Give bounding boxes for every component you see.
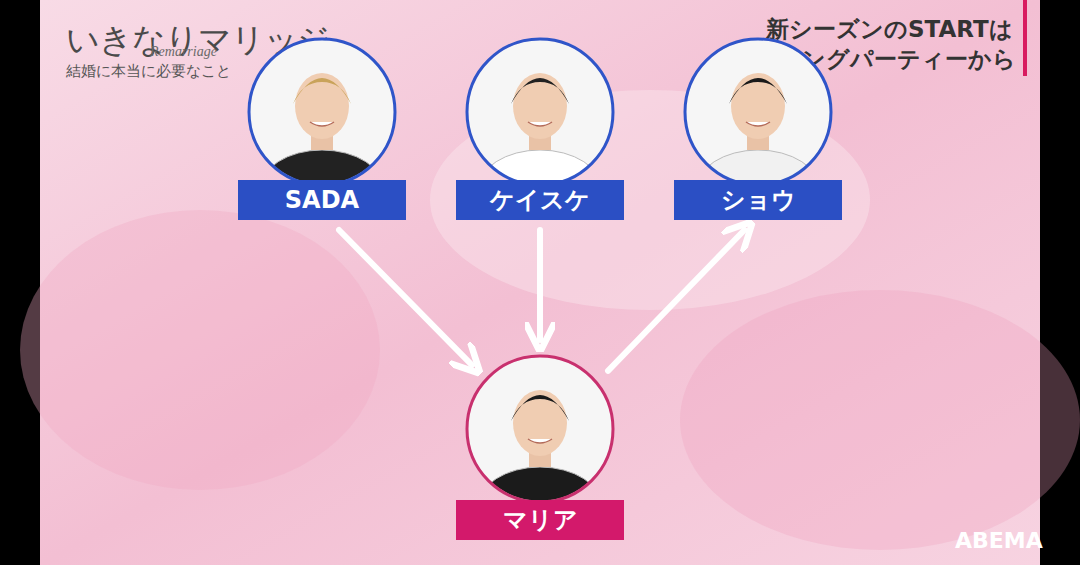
watercolor	[680, 290, 1080, 550]
headline: 新シーズンのSTARTは	[766, 14, 1013, 45]
name-band: マリア	[456, 500, 624, 540]
watermark: ABEMA	[955, 528, 1043, 553]
name-band: SADA	[238, 180, 406, 220]
logo-script: Remarriage	[150, 44, 217, 60]
person-node: ケイスケ	[455, 35, 625, 220]
portrait-circle	[237, 35, 407, 189]
portrait-circle	[455, 35, 625, 189]
person-name: SADA	[285, 186, 359, 214]
person-node: マリア	[455, 352, 625, 540]
person-name: マリア	[503, 506, 578, 534]
portrait-circle	[673, 35, 843, 189]
name-band: ショウ	[674, 180, 842, 220]
watercolor	[20, 210, 380, 490]
name-band: ケイスケ	[456, 180, 624, 220]
arrow-connector	[339, 230, 472, 365]
person-node: SADA	[237, 35, 407, 220]
logo-subtitle: 結婚に本当に必要なこと	[66, 62, 231, 81]
accent-bar	[1023, 0, 1027, 76]
person-name: ショウ	[721, 186, 796, 214]
person-name: ケイスケ	[490, 186, 590, 214]
person-node: ショウ	[673, 35, 843, 220]
arrow-connector	[608, 230, 744, 371]
arrow-connector	[537, 230, 543, 340]
portrait-circle	[455, 352, 625, 506]
